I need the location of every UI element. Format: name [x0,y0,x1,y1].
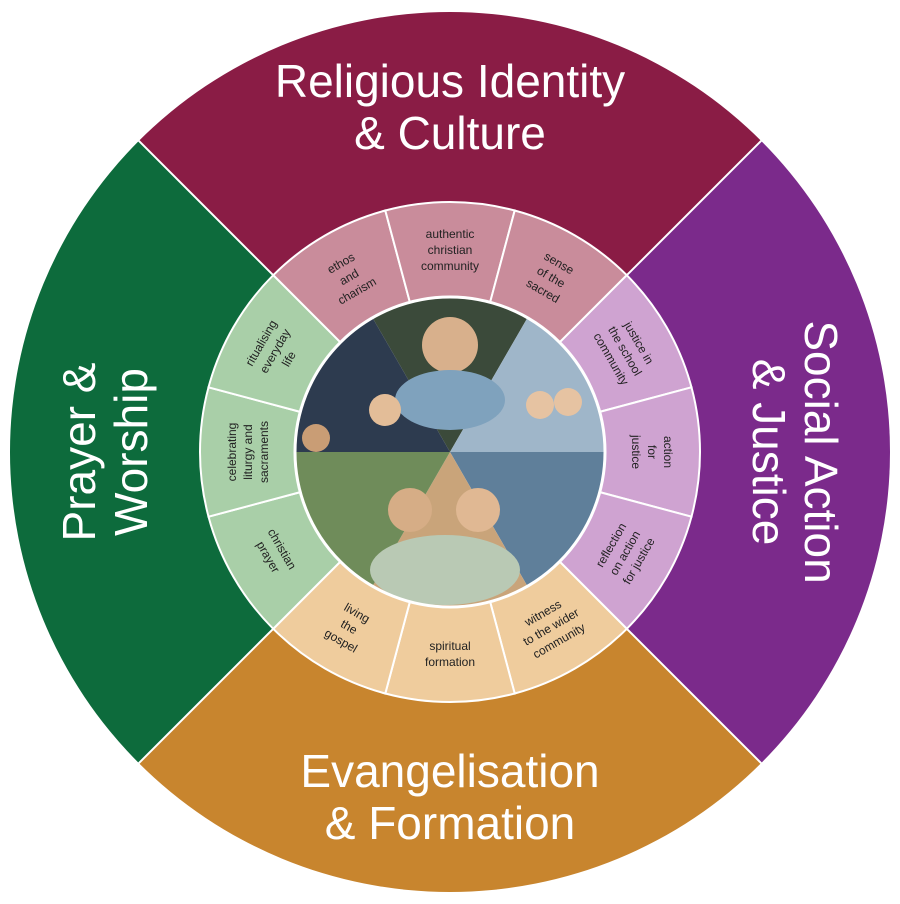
outer-label-line: & Culture [354,107,546,159]
outer-ring [9,11,890,893]
quadrant-divider [136,138,274,276]
outer-sector-bottom [138,628,762,893]
outer-label-right: Social Action& Justice [743,320,847,583]
outer-sector-right [626,140,890,764]
outer-label-line: & Justice [743,359,795,546]
inner-label-line: liturgy and [241,424,255,479]
inner-label-line: action [661,436,675,468]
photo-face [456,488,500,532]
inner-label-line: life [279,349,299,370]
outer-sector-top [138,11,762,276]
inner-label-line: sacraments [257,421,271,483]
inner-label-line: celebrating [225,423,239,482]
quadrant-divider [136,628,274,766]
outer-label-line: Social Action [795,320,847,583]
inner-label-line: authentic [426,227,475,241]
inner-label-line: formation [425,655,475,669]
outer-label-line: & Formation [325,797,576,849]
outer-label-line: Evangelisation [300,745,599,797]
inner-label-bottom-1: spiritual formation [425,639,475,669]
outer-label-left: Prayer &Worship [53,363,157,542]
outer-sector-left [9,140,274,764]
inner-label-line: spiritual [429,639,470,653]
center-border [293,295,607,609]
photo-face [526,391,554,419]
inner-label-line: justice [629,434,643,469]
outer-label-line: Prayer & [53,363,105,542]
photo-face [554,388,582,416]
inner-label-line: christian [428,243,473,257]
inner-label-line: community [421,259,479,273]
photo-body [395,370,505,430]
outer-label-line: Religious Identity [275,55,625,107]
photo-body [370,535,520,605]
photo-face [388,488,432,532]
outer-label-bottom: Evangelisation& Formation [300,745,599,849]
inner-label-top-1: authentic christian community [421,227,479,273]
quadrant-divider [626,138,764,276]
photo-face [302,424,330,452]
quadrant-divider [626,628,764,766]
outer-label-top: Religious Identity& Culture [275,55,625,159]
outer-label-line: Worship [105,368,157,536]
photo-face [422,317,478,373]
photo-face [369,394,401,426]
inner-label-line: for [645,445,659,459]
